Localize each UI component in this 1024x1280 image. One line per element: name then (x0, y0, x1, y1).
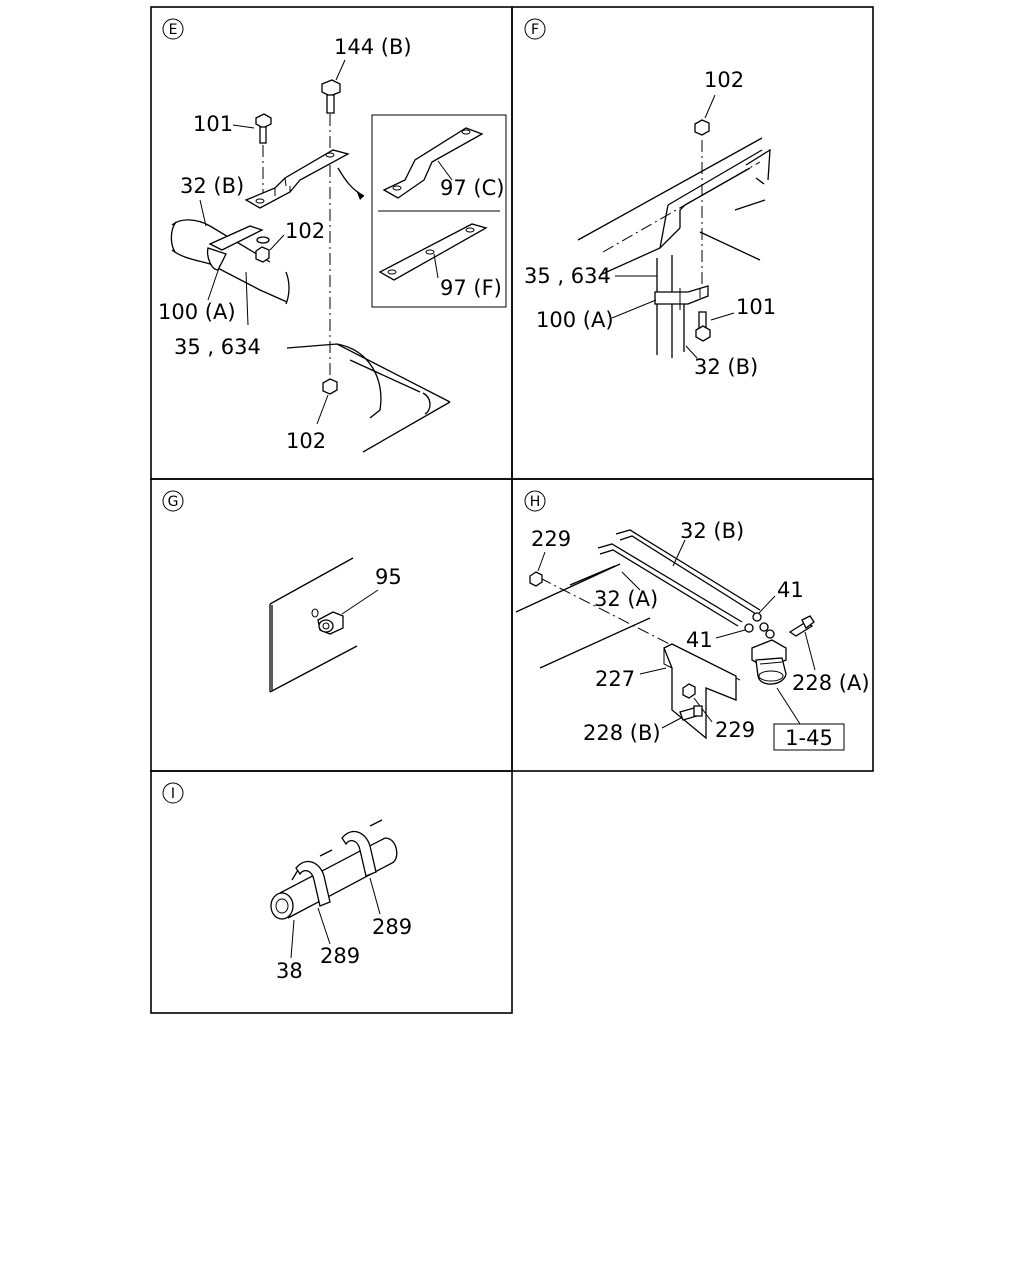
label-289-left: 289 (320, 944, 360, 968)
label-97c: 97 (C) (440, 176, 504, 200)
label-35-634-f: 35 , 634 (524, 264, 611, 288)
gaskets-41-icon (744, 612, 775, 639)
frame-rail-f-icon (577, 137, 771, 276)
panel-e: E (158, 18, 507, 453)
pipe-assembly-e-icon (170, 219, 290, 305)
label-100a-f: 100 (A) (536, 308, 614, 332)
bracket-97c-icon (382, 127, 484, 199)
panel-f: F (524, 18, 776, 379)
nut-229-top-icon (529, 571, 543, 587)
panel-i: I 38 289 289 (162, 782, 412, 983)
nut-102-bottom-icon (322, 378, 338, 395)
panel-f-marker: F (531, 22, 539, 38)
ref-1-45-link[interactable]: 1-45 (785, 726, 833, 750)
frame-rail-e-icon (286, 343, 451, 453)
label-102-top: 102 (285, 219, 325, 243)
grommet-95-icon (311, 608, 344, 635)
clip-289-right-icon (341, 819, 383, 877)
bolt-228a-icon (788, 615, 815, 637)
label-35-634: 35 , 634 (174, 335, 261, 359)
label-102-f: 102 (704, 68, 744, 92)
panel-g-marker: G (168, 494, 179, 510)
label-32b-f: 32 (B) (694, 355, 758, 379)
label-101: 101 (193, 112, 233, 136)
nut-229-bottom-icon (682, 683, 696, 699)
hat-bracket-icon (244, 149, 350, 209)
panel-h: H (515, 490, 870, 751)
label-101-f: 101 (736, 295, 776, 319)
label-41-top: 41 (777, 578, 804, 602)
label-95: 95 (375, 565, 402, 589)
nut-102-f-icon (694, 119, 710, 136)
label-144b: 144 (B) (334, 35, 412, 59)
bolt-101-icon (255, 113, 272, 144)
label-228a: 228 (A) (792, 671, 870, 695)
bolt-144b-icon (321, 79, 341, 114)
bolt-228b-icon (679, 705, 703, 721)
bracket-97f-icon (378, 223, 488, 281)
label-289-right: 289 (372, 915, 412, 939)
nut-102-icon (255, 246, 270, 263)
clip-289-left-icon (291, 849, 333, 907)
label-32a-h: 32 (A) (594, 587, 658, 611)
panel-e-marker: E (169, 22, 178, 38)
label-227: 227 (595, 667, 635, 691)
panel-frames (150, 6, 874, 1014)
label-32b-h: 32 (B) (680, 519, 744, 543)
label-100a: 100 (A) (158, 300, 236, 324)
panel-plate-icon (269, 557, 358, 693)
label-97f: 97 (F) (440, 276, 502, 300)
bolt-101-f-icon (695, 311, 711, 342)
label-41-bottom: 41 (686, 628, 713, 652)
label-38: 38 (276, 959, 303, 983)
panel-h-marker: H (530, 494, 541, 510)
pipes-32-icon (597, 529, 761, 627)
label-32b: 32 (B) (180, 174, 244, 198)
pipe-assembly-f-icon (654, 255, 709, 358)
panel-i-marker: I (171, 786, 175, 802)
label-228b: 228 (B) (583, 721, 661, 745)
label-229-top: 229 (531, 527, 571, 551)
label-102-bottom: 102 (286, 429, 326, 453)
filter-assembly-icon (751, 639, 787, 685)
label-229-bottom: 229 (715, 718, 755, 742)
panel-g: G 95 (162, 490, 402, 693)
